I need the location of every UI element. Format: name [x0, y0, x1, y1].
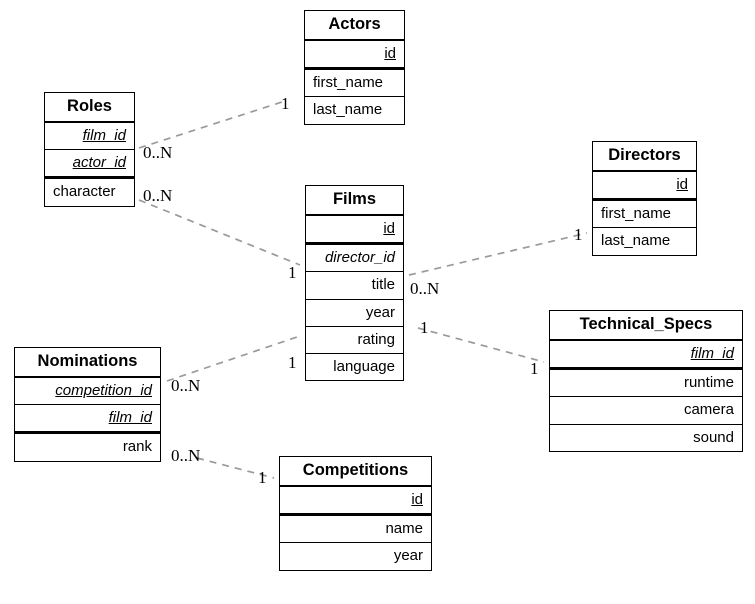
relationship-edge — [408, 232, 588, 276]
relationship-edges — [138, 101, 588, 479]
attribute-name: id — [676, 175, 688, 193]
attribute-name: name — [385, 520, 423, 538]
attribute-name: first_name — [601, 205, 672, 223]
relationship-edge — [166, 335, 301, 382]
attribute-row[interactable]: name — [280, 515, 431, 542]
attribute-name: competition_id — [55, 381, 152, 399]
entity-title: Technical_Specs — [550, 311, 742, 340]
attribute-row[interactable]: competition_id — [15, 376, 160, 404]
relationship-edge — [138, 199, 301, 266]
attribute-row[interactable]: id — [306, 214, 403, 245]
cardinality-label: 1 — [258, 468, 267, 487]
entity-table-roles[interactable]: Roles film_id actor_id character — [44, 92, 135, 207]
cardinality-label: 1 — [288, 263, 297, 282]
attribute-name: last_name — [601, 232, 671, 250]
attribute-name: language — [333, 358, 395, 376]
attribute-name: first_name — [313, 74, 384, 92]
attribute-name: id — [411, 490, 423, 508]
attribute-name: id — [383, 219, 395, 237]
attribute-row[interactable]: id — [280, 485, 431, 516]
entity-title: Actors — [305, 11, 404, 40]
attribute-name: film_id — [82, 126, 126, 144]
attribute-name: last_name — [313, 101, 383, 119]
attribute-row[interactable]: id — [593, 170, 696, 201]
attribute-row[interactable]: first_name — [305, 69, 404, 96]
cardinality-label: 0..N — [143, 186, 173, 205]
attribute-row[interactable]: last_name — [305, 96, 404, 123]
relationship-edge — [138, 101, 283, 149]
attribute-row[interactable]: first_name — [593, 200, 696, 227]
entity-title: Roles — [45, 93, 134, 122]
cardinality-label: 1 — [288, 353, 297, 372]
attribute-row[interactable]: id — [305, 39, 404, 70]
attribute-row[interactable]: director_id — [306, 244, 403, 271]
attribute-name: rank — [122, 438, 152, 456]
attribute-name: camera — [683, 401, 734, 419]
attribute-name: film_id — [108, 409, 152, 427]
attribute-row[interactable]: camera — [550, 396, 742, 423]
entity-title: Directors — [593, 142, 696, 171]
attribute-row[interactable]: sound — [550, 423, 742, 451]
attribute-row[interactable]: actor_id — [45, 149, 134, 179]
cardinality-label: 0..N — [410, 279, 440, 298]
cardinality-label: 1 — [281, 94, 290, 113]
attribute-name: title — [371, 276, 395, 294]
attribute-row[interactable]: rating — [306, 325, 403, 353]
relationship-edge — [417, 327, 545, 363]
cardinality-label: 0..N — [143, 143, 173, 162]
cardinality-label: 1 — [574, 225, 583, 244]
attribute-row[interactable]: film_id — [45, 121, 134, 149]
entity-table-competitions[interactable]: Competitions id name year — [279, 456, 432, 571]
attribute-name: film_id — [690, 344, 734, 362]
attribute-name: rating — [357, 330, 395, 348]
attribute-row[interactable]: character — [45, 178, 134, 205]
attribute-row[interactable]: film_id — [15, 404, 160, 434]
attribute-name: year — [365, 303, 395, 321]
attribute-row[interactable]: year — [280, 542, 431, 569]
entity-title: Nominations — [15, 348, 160, 377]
attribute-row[interactable]: runtime — [550, 369, 742, 396]
entity-title: Films — [306, 186, 403, 215]
cardinality-label: 1 — [530, 359, 539, 378]
cardinality-label: 0..N — [171, 446, 201, 465]
attribute-name: id — [384, 44, 396, 62]
attribute-row[interactable]: rank — [15, 433, 160, 460]
attribute-name: actor_id — [72, 154, 126, 172]
cardinality-label: 1 — [420, 318, 429, 337]
attribute-row[interactable]: last_name — [593, 227, 696, 254]
attribute-row[interactable]: film_id — [550, 339, 742, 370]
attribute-name: runtime — [683, 374, 734, 392]
attribute-name: character — [53, 183, 116, 201]
entity-title: Competitions — [280, 457, 431, 486]
attribute-name: year — [393, 547, 423, 565]
attribute-name: sound — [693, 428, 734, 446]
attribute-row[interactable]: year — [306, 298, 403, 326]
attribute-row[interactable]: language — [306, 353, 403, 380]
cardinality-label: 0..N — [171, 376, 201, 395]
attribute-row[interactable]: title — [306, 271, 403, 298]
attribute-name: director_id — [324, 249, 395, 267]
relationship-edge — [196, 457, 275, 479]
